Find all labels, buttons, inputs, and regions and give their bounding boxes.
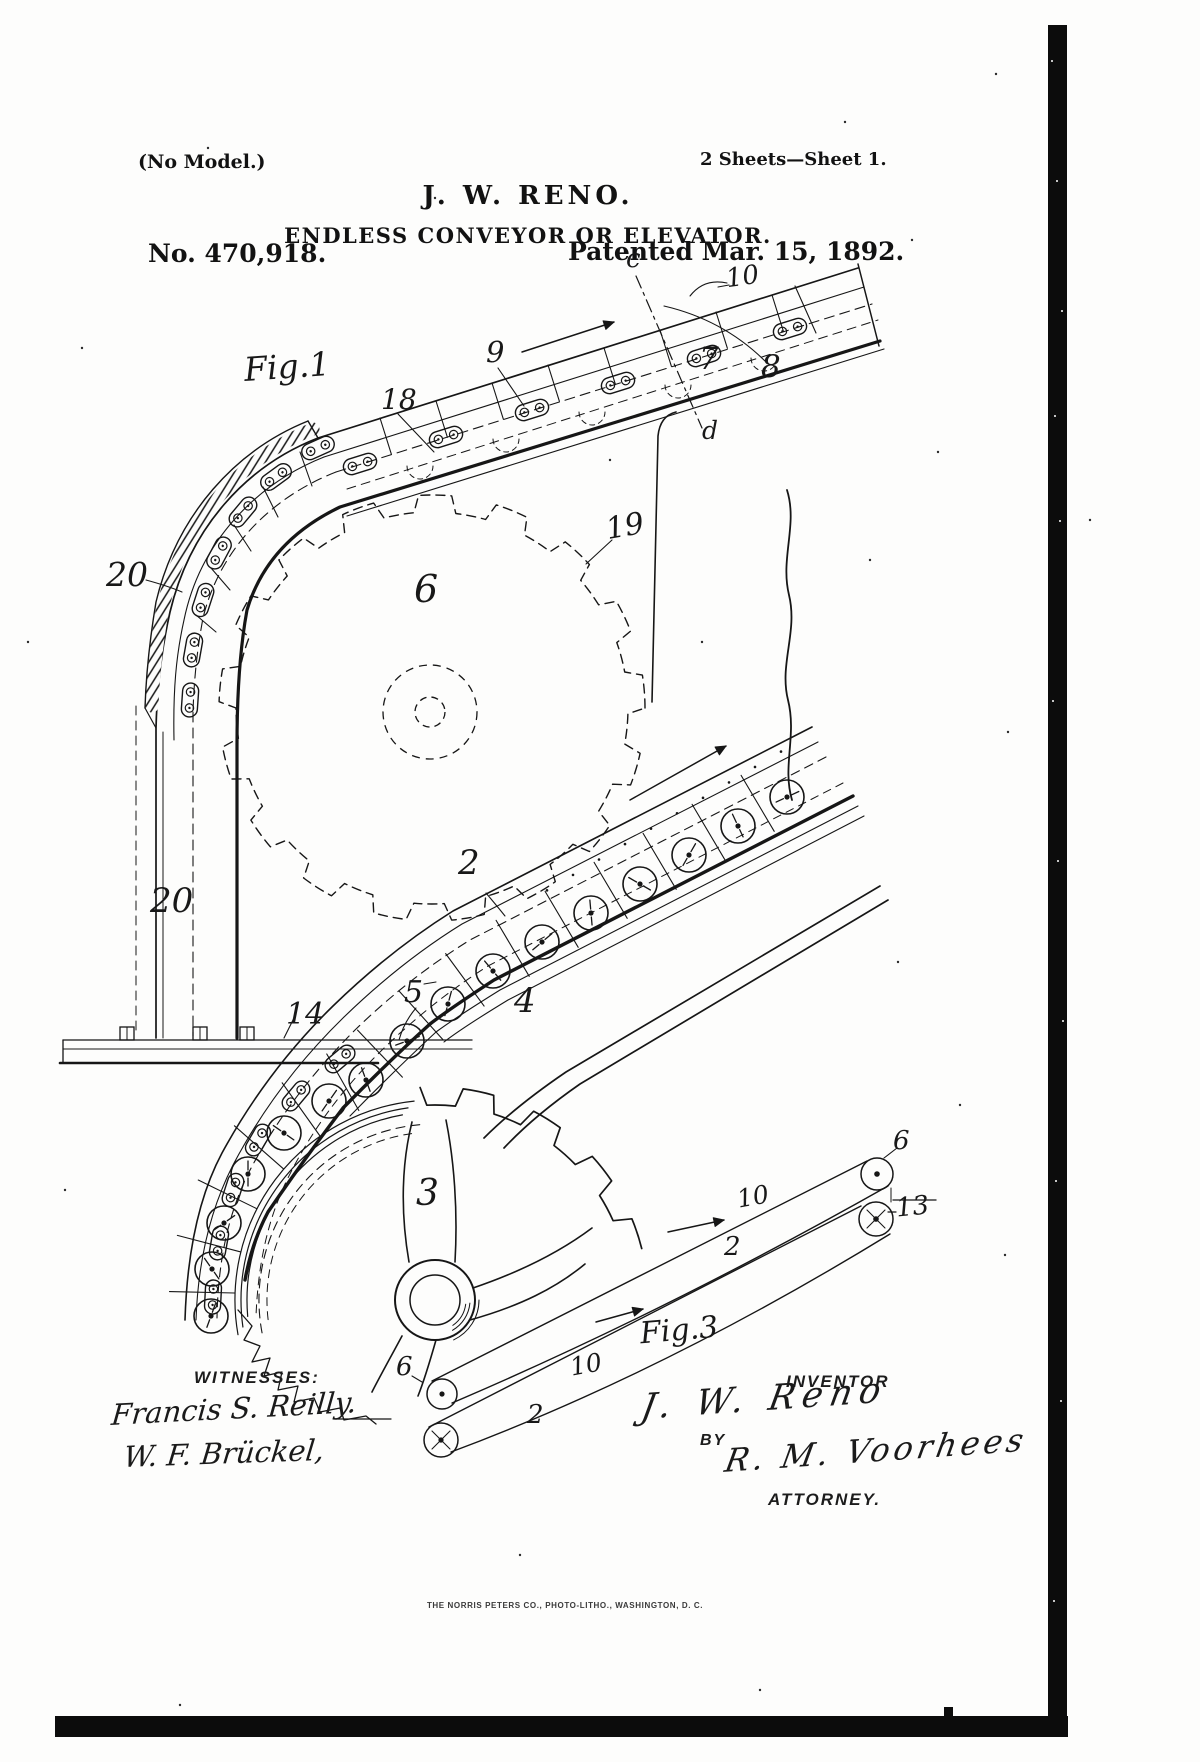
ref-label-19: 19 (604, 509, 647, 545)
ref-label-8: 8 (761, 352, 781, 383)
ref-label-20-column: 20 (150, 884, 193, 918)
ref-label-10-top: 10 (724, 262, 760, 292)
scan-speckle (1057, 860, 1059, 862)
ref-label-c: c (626, 246, 641, 272)
scan-speckle (1056, 180, 1058, 182)
scan-speckle (1051, 60, 1053, 62)
patent-number: No. 470,918. (148, 239, 326, 268)
ref-label-2-left: 2 (527, 1402, 544, 1428)
ref-label-4: 4 (514, 984, 536, 1018)
scan-speckle (1053, 1600, 1055, 1602)
ref-label-13: 13 (895, 1192, 931, 1221)
ref-label-18: 18 (381, 386, 417, 414)
ref-label-2-belt: 2 (458, 846, 480, 880)
ref-label-3: 3 (416, 1176, 439, 1212)
fig3-label: Fig.3 (639, 1313, 720, 1350)
ref-label-6-fig3-right: 6 (893, 1128, 910, 1154)
ref-label-6-fig1: 6 (414, 570, 438, 608)
ref-label-2-mid: 2 (724, 1234, 741, 1260)
by-label: BY (700, 1432, 726, 1450)
scan-speckle (1061, 310, 1063, 312)
ref-label-9: 9 (486, 338, 504, 367)
ref-label-d: d (702, 418, 718, 443)
scan-speckle (1054, 415, 1056, 417)
scan-speckle (1055, 1180, 1057, 1182)
ref-label-6-fig3-left: 6 (396, 1354, 413, 1380)
scan-speckle (1052, 700, 1054, 702)
witnesses-heading: WITNESSES: (194, 1368, 320, 1388)
ref-label-7: 7 (699, 344, 719, 375)
scan-border-bottom-bar (55, 1716, 1068, 1737)
scan-border-vertical-bar (1048, 25, 1067, 1737)
fig1-label: Fig.1 (243, 347, 331, 386)
scan-speckle (1062, 1020, 1064, 1022)
no-model-note: (No Model.) (138, 151, 266, 173)
scan-border-notch (944, 1707, 953, 1717)
attorney-heading: ATTORNEY. (768, 1490, 881, 1510)
sheet-info: 2 Sheets—Sheet 1. (700, 149, 887, 170)
scan-speckle (1059, 520, 1061, 522)
scan-speckle (1060, 1400, 1062, 1402)
ref-label-20-top: 20 (106, 558, 148, 591)
printer-imprint: THE NORRIS PETERS CO., PHOTO-LITHO., WAS… (330, 1601, 800, 1610)
ref-label-14: 14 (286, 1000, 324, 1030)
ref-label-10-left: 10 (568, 1349, 604, 1379)
ref-label-10-mid: 10 (735, 1181, 771, 1211)
inventor-name-heading: J. W. RENO. (178, 181, 878, 211)
ref-label-5: 5 (404, 978, 423, 1008)
witness-signature-2: W. F. Brückel, (122, 1433, 326, 1474)
